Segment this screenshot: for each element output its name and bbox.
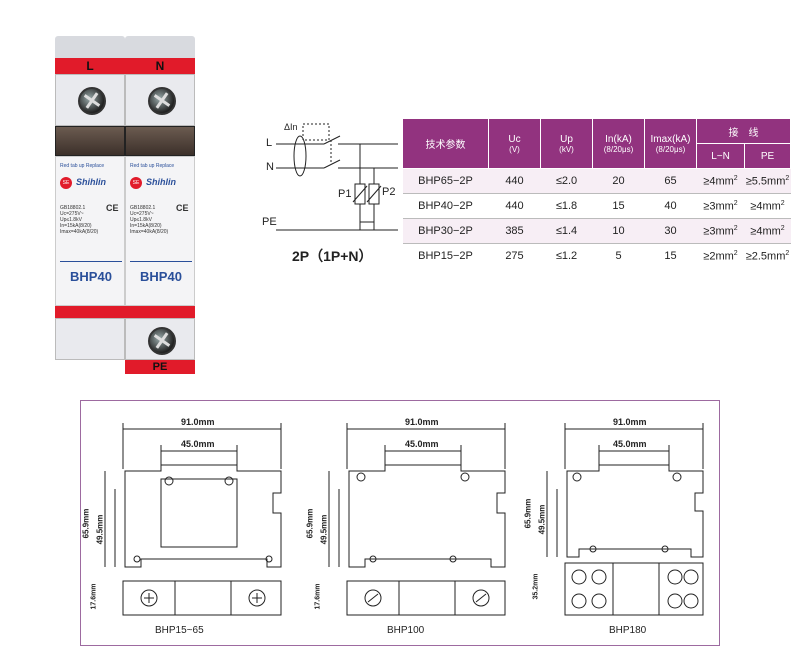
spec-print: GB18802.1 Uc=275V~ Up≤1.8kV In=15kA(8/20… [130, 205, 169, 235]
dim-depth: 17.6mm [90, 583, 98, 610]
terminal-screw-icon [78, 87, 106, 115]
model-label: BHP40 [140, 269, 182, 284]
dim-height-inner: 49.5mm [95, 514, 105, 545]
dim-height-inner: 49.5mm [319, 514, 329, 545]
col-header-up: Up(kV) [540, 118, 593, 169]
replace-tab-text: Red tab up Replace [130, 163, 175, 169]
brand-logo-icon: SE [60, 177, 72, 189]
drawing-bhp180: 91.0mm 45.0mm 65.9mm 49.5mm 35.2mm BHP18… [523, 409, 713, 639]
dim-width-total: 91.0mm [405, 417, 439, 427]
dim-height-total: 65.9mm [305, 508, 315, 539]
col-header-pe: PE [744, 143, 791, 169]
wiring-schematic: ΔIn L N P1 P2 PE 2P（1P+N） [258, 112, 404, 284]
table-header-row: 技术参数 Uc(V) Up(kV) In(kA)(8/20μs) Imax(kA… [402, 118, 791, 169]
dim-width-inner: 45.0mm [405, 439, 439, 449]
dim-width-total: 91.0mm [181, 417, 215, 427]
pole-face-right: Red tab up Replace SE Shihlin GB18802.1 … [125, 156, 195, 306]
terminal-screw-icon [148, 87, 176, 115]
replace-tab-text: Red tab up Replace [60, 163, 105, 169]
spec-table: 技术参数 Uc(V) Up(kV) In(kA)(8/20μs) Imax(kA… [402, 118, 791, 268]
status-window [55, 126, 125, 156]
line-l-label: L [266, 137, 273, 149]
status-window [125, 126, 195, 156]
terminal-label-l: L [55, 58, 125, 74]
drawing-caption: BHP180 [609, 625, 647, 636]
terminal-label-pe: PE [125, 360, 195, 374]
brand-name: Shihlin [146, 177, 176, 187]
drawing-bhp15-65: 91.0mm 45.0mm 65.9mm 49.5mm 17.6mm BHP15… [81, 409, 291, 639]
line-pe-label: PE [262, 216, 277, 228]
schematic-title: 2P（1P+N） [292, 248, 373, 264]
terminal-label-n: N [125, 58, 195, 74]
col-header-imax: Imax(kA)(8/20μs) [644, 118, 697, 169]
drawing-caption: BHP15~65 [155, 625, 204, 636]
product-photo: L Red tab up Replace SE Shihlin GB18802.… [35, 28, 225, 388]
model-label: BHP40 [70, 269, 112, 284]
col-header-param: 技术参数 [402, 118, 489, 169]
pole-left: L Red tab up Replace SE Shihlin GB18802.… [55, 28, 125, 388]
brand-name: Shihlin [76, 177, 106, 187]
dim-height-inner: 49.5mm [537, 504, 547, 535]
dim-height-total: 65.9mm [81, 508, 91, 539]
dim-width-inner: 45.0mm [613, 439, 647, 449]
p1-label: P1 [338, 188, 352, 200]
drawing-bhp100: 91.0mm 45.0mm 65.9mm 49.5mm 17.6mm BHP10… [305, 409, 515, 639]
p2-label: P2 [382, 186, 396, 198]
screw-icon [140, 589, 158, 607]
col-header-wiring: 接 线 [696, 118, 791, 144]
pole-face-left: Red tab up Replace SE Shihlin GB18802.1 … [55, 156, 125, 306]
col-header-uc: Uc(V) [488, 118, 541, 169]
dim-depth: 35.2mm [532, 573, 540, 600]
ce-mark-icon: CE [176, 203, 189, 213]
pole-right: N Red tab up Replace SE Shihlin GB18802.… [125, 28, 195, 388]
ce-mark-icon: CE [106, 203, 119, 213]
col-header-in: In(kA)(8/20μs) [592, 118, 645, 169]
dim-height-total: 65.9mm [523, 498, 533, 529]
spec-print: GB18802.1 Uc=275V~ Up≤1.8kV In=15kA(8/20… [60, 205, 99, 235]
brand-logo-icon: SE [130, 177, 142, 189]
dim-width-inner: 45.0mm [181, 439, 215, 449]
line-n-label: N [266, 161, 274, 173]
dimension-drawings: 91.0mm 45.0mm 65.9mm 49.5mm 17.6mm BHP15… [80, 400, 720, 646]
dim-width-total: 91.0mm [613, 417, 647, 427]
delta-in-label: ΔIn [284, 122, 298, 132]
pe-screw-icon [148, 327, 176, 355]
schematic-diagram [276, 123, 398, 231]
col-header-ln: L−N [696, 143, 745, 169]
dim-depth: 17.6mm [314, 583, 322, 610]
drawing-caption: BHP100 [387, 625, 425, 636]
